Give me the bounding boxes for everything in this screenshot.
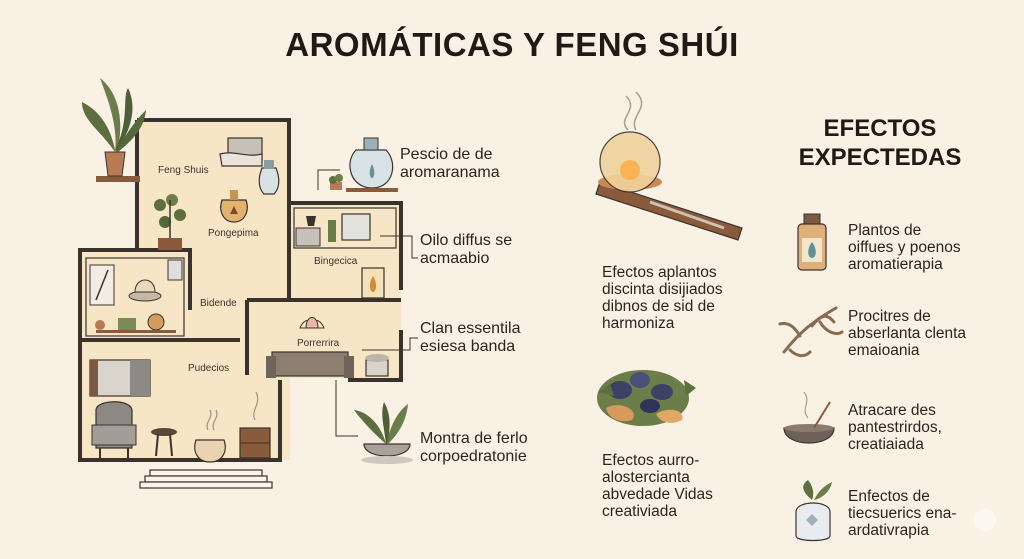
wall-frame-icon	[89, 264, 115, 306]
entrance-steps-icon	[139, 469, 273, 489]
callout-lines	[317, 169, 418, 437]
small-plant-icon	[329, 174, 343, 190]
effect-item-4-line1: Enfectos de	[848, 488, 930, 505]
effect-item-3: Atracare des pantestrirdos, creatiaiada	[848, 402, 942, 453]
effects-title: EFECTOS EXPECTEDAS	[780, 114, 980, 172]
effect-item-1-line1: Plantos de	[848, 222, 922, 239]
middle-text-2: Efectos aurro- alostercianta abvedade Vi…	[602, 452, 713, 520]
room-label-bidende: Bidende	[200, 298, 237, 309]
callout-2-line1: Oilo diffus se	[420, 232, 513, 249]
floor-plan-walls	[78, 118, 403, 462]
middle-text-1: Efectos aplantos discinta disijiados dib…	[602, 264, 723, 332]
herbal-jar-icon	[795, 480, 832, 542]
effect-item-4-line2: tiecsuerics ena-	[848, 505, 957, 522]
incense-bowl-icon	[783, 391, 835, 444]
effect-item-1-line3: aromatierapia	[848, 256, 943, 273]
side-table-icon	[151, 428, 177, 457]
middle-text-2-line1: Efectos aurro-	[602, 452, 700, 469]
callout-1: Pescio de de aromaranama	[400, 146, 500, 182]
middle-text-1-line1: Efectos aplantos	[602, 264, 717, 281]
effects-title-line2: EXPECTEDAS	[798, 144, 962, 171]
room-label-pudecios: Pudecios	[188, 363, 230, 374]
callout-3-line1: Clan essentila	[420, 320, 521, 337]
middle-text-1-line2: discinta disijiados	[602, 281, 723, 298]
room-label-porrerrira: Porrerrira	[297, 338, 340, 349]
towel-icon	[219, 137, 263, 167]
diffuser-icon	[220, 190, 248, 223]
shelf-decor-icon	[95, 313, 176, 333]
effect-item-1: Plantos de oiffues y poenos aromatierapi…	[848, 222, 961, 273]
effects-title-line1: EFECTOS	[823, 115, 937, 142]
room-label-bingecica: Bingecica	[314, 256, 358, 267]
bowl-diffuser-icon	[128, 279, 162, 302]
middle-text-2-line2: alostercianta	[602, 469, 690, 486]
herbs-spices-icon	[597, 370, 696, 426]
watermark-icon	[974, 509, 996, 531]
middle-text-1-line4: harmoniza	[602, 315, 675, 332]
callout-3: Clan essentila esiesa banda	[420, 320, 521, 356]
effect-item-2: Procitres de abserlanta clenta emaioania	[848, 308, 966, 359]
effect-item-4-line3: ardativrapia	[848, 522, 929, 539]
effect-item-2-line2: abserlanta clenta	[848, 325, 967, 342]
kitchen-shelf-icon	[295, 213, 371, 247]
bowl-plant-icon	[354, 402, 413, 464]
bed-icon	[89, 359, 151, 397]
effect-item-3-line3: creatiaiada	[848, 436, 924, 453]
room-label-pongepima: Pongepima	[208, 228, 259, 239]
potted-plant-icon	[82, 78, 146, 182]
wall-art-icon	[361, 267, 385, 299]
callout-3-line2: esiesa banda	[420, 338, 516, 355]
small-tree-icon	[154, 194, 186, 250]
effect-item-1-line2: oiffues y poenos	[848, 239, 961, 256]
essential-oil-bottle-icon	[797, 213, 827, 271]
nightstand-icon	[239, 391, 271, 459]
effect-item-2-line3: emaioania	[848, 342, 920, 359]
callout-4-line2: corpoedratonie	[420, 448, 527, 465]
middle-text-2-line4: creativiada	[602, 503, 677, 520]
callout-1-line2: aromaranama	[400, 164, 500, 181]
lotus-icon	[299, 317, 325, 329]
effect-item-2-line1: Procitres de	[848, 308, 931, 325]
page-title: AROMÁTICAS Y FENG SHÚI	[285, 26, 739, 63]
effect-item-3-line2: pantestrirdos,	[848, 419, 942, 436]
wood-board-diffuser-icon	[595, 91, 743, 241]
callout-1-line1: Pescio de de	[400, 146, 493, 163]
mirror-icon	[167, 259, 183, 281]
diffuser-bottle-icon	[346, 137, 398, 192]
room-label-feng-shui: Feng Shuis	[158, 165, 209, 176]
callout-2-line2: acmaabio	[420, 250, 490, 267]
sofa-icon	[266, 351, 354, 378]
effect-item-4: Enfectos de tiecsuerics ena- ardativrapi…	[848, 488, 957, 539]
effect-item-3-line1: Atracare des	[848, 402, 936, 419]
aroma-diffuser-icon	[194, 409, 226, 463]
armchair-icon	[91, 401, 137, 458]
callout-4: Montra de ferlo corpoedratonie	[420, 430, 528, 466]
callout-2: Oilo diffus se acmaabio	[420, 232, 512, 268]
stool-icon	[365, 354, 389, 377]
middle-text-1-line3: dibnos de sid de	[602, 298, 715, 315]
lamp-bottle-icon	[258, 160, 280, 195]
callout-4-line1: Montra de ferlo	[420, 430, 528, 447]
roots-icon	[778, 306, 844, 358]
middle-text-2-line3: abvedade Vidas	[602, 486, 713, 503]
